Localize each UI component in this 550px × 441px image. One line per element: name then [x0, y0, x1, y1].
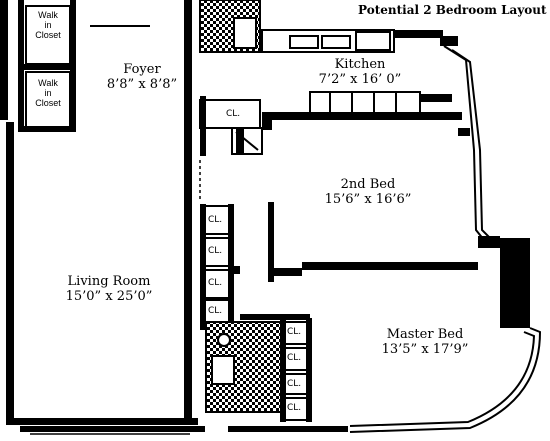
closet-label: CL.	[208, 246, 223, 256]
window-wall-master	[349, 327, 542, 433]
closet-label: CL.	[287, 379, 302, 389]
closet-label: CL.	[287, 327, 302, 337]
bedroom2-walls	[268, 202, 478, 282]
closet-label: CL.	[208, 215, 223, 225]
walkin-closet-2-label: Walk in Closet	[35, 78, 61, 108]
layout-title: Potential 2 Bedroom Layout	[358, 3, 547, 17]
foyer-label: Foyer 8’8” x 8’8”	[106, 62, 178, 92]
walkin-closet-1-label: Walk in Closet	[35, 10, 61, 40]
master-bed-label: Master Bed 13’5” x 17’9”	[381, 327, 469, 357]
closet-label: CL.	[226, 109, 241, 119]
bedroom2-label: 2nd Bed 15’6” x 16’6”	[324, 177, 412, 207]
exterior-walls	[0, 0, 530, 432]
window-wall-upper	[443, 45, 491, 241]
living-room-label: Living Room 15’0” x 25’0”	[65, 274, 153, 304]
closet-label: CL.	[208, 306, 223, 316]
closet-label: CL.	[208, 278, 223, 288]
closet-label: CL.	[287, 403, 302, 413]
kitchen-label: Kitchen 7’2” x 16’ 0”	[318, 57, 402, 87]
closet-label: CL.	[287, 353, 302, 363]
